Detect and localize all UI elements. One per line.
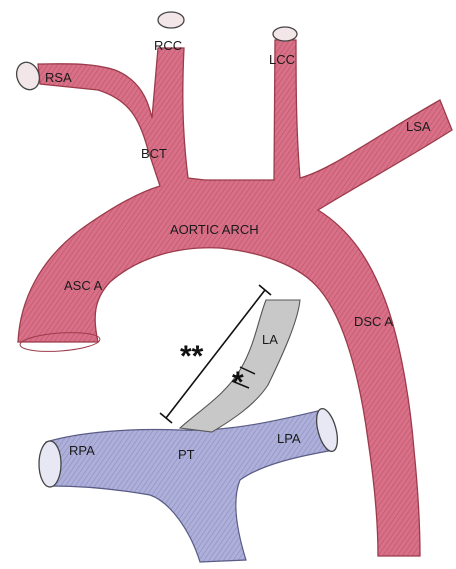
marker-double-asterisk: ** [180, 340, 204, 373]
lcc-vessel-end [273, 27, 297, 41]
label-lcc: LCC [269, 52, 295, 67]
label-bct: BCT [141, 146, 167, 161]
label-rsa: RSA [45, 70, 72, 85]
rcc-vessel-end [158, 12, 184, 28]
label-rcc: RCC [154, 38, 182, 53]
label-lsa: LSA [406, 119, 431, 134]
label-lpa: LPA [277, 431, 301, 446]
label-dsc-a: DSC A [354, 314, 393, 329]
label-aortic-arch: AORTIC ARCH [170, 222, 259, 237]
rpa-vessel-end [39, 441, 61, 487]
label-rpa: RPA [69, 443, 95, 458]
label-asc-a: ASC A [64, 278, 103, 293]
label-pt: PT [178, 447, 195, 462]
marker-single-asterisk: * [232, 366, 244, 399]
label-la: LA [262, 332, 278, 347]
